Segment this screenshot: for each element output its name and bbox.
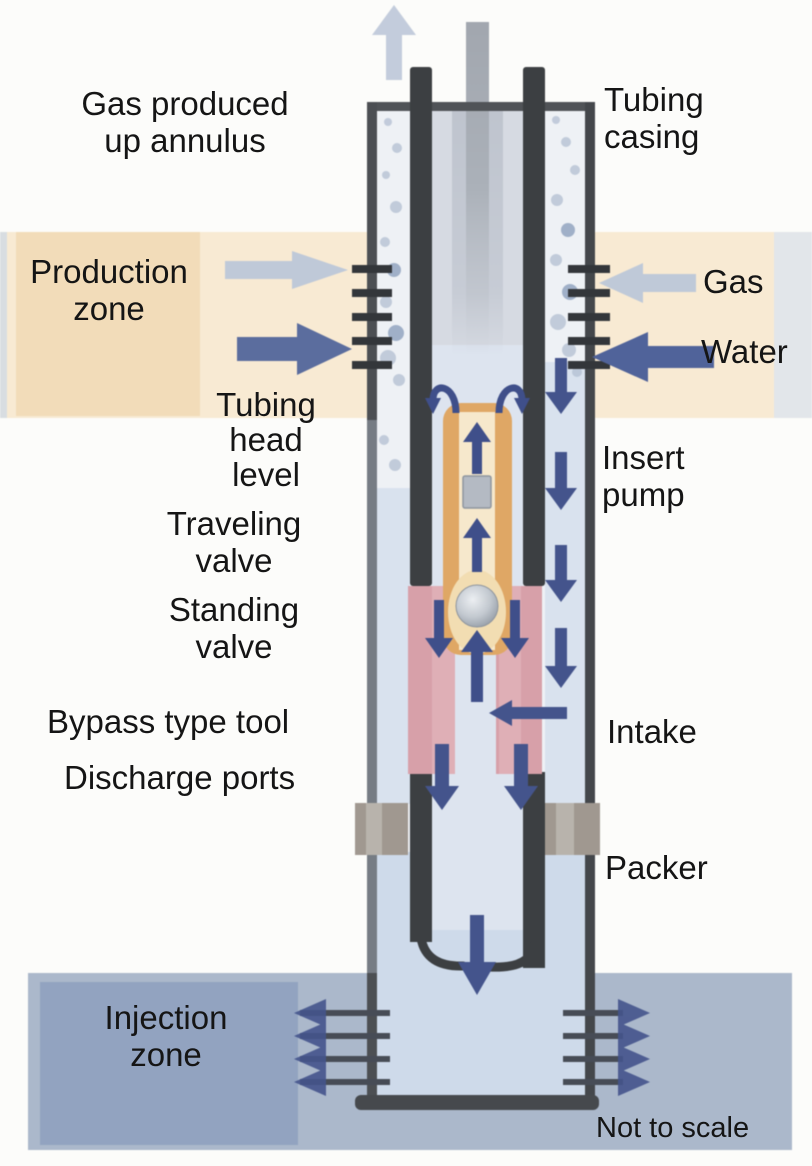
annulus-down-arrows: [545, 358, 577, 688]
packer: [355, 803, 600, 855]
gas-up-arrow: [372, 5, 416, 80]
discharge-port-arrows: [425, 744, 538, 810]
tubing-string: [410, 67, 545, 968]
sucker-rod: [452, 22, 503, 355]
label-not-to-scale: Not to scale: [596, 1112, 750, 1144]
label-discharge-ports: Discharge ports: [64, 759, 296, 796]
label-water: Water: [701, 333, 788, 370]
label-standing-valve: Standing valve: [168, 591, 300, 665]
label-traveling-valve: Traveling valve: [166, 505, 302, 579]
injection-perforations: [294, 999, 650, 1096]
annulus-gas-bubbles: [379, 116, 582, 471]
casing-perforations: [352, 265, 610, 369]
intake-arrow: [489, 700, 567, 726]
label-intake: Intake: [607, 713, 697, 750]
standing-valve-ball: [455, 584, 499, 628]
label-production-zone: Production zone: [30, 253, 188, 327]
casing-shoe: [355, 1095, 599, 1110]
tubing-head-flange: [367, 102, 595, 111]
tubing-shoe: [416, 933, 539, 972]
pump-flow-arrows: [425, 384, 530, 702]
label-bypass-tool: Bypass type tool: [47, 703, 290, 740]
label-gas-produced: Gas produced up annulus: [81, 85, 289, 159]
label-gas: Gas: [703, 263, 764, 300]
tubing-shoe-down-arrow: [458, 915, 496, 995]
water-flow-arrows: [237, 323, 714, 382]
traveling-valve-plunger: [462, 475, 492, 509]
gas-flow-arrows: [225, 5, 696, 303]
label-tubing-casing: Tubing casing: [604, 81, 704, 155]
well-casing: [367, 102, 595, 1096]
label-packer: Packer: [605, 849, 708, 886]
label-injection-zone: Injection zone: [104, 999, 228, 1073]
injection-zone-band: [28, 973, 792, 1150]
label-tubing-head-level: Tubing head level: [216, 386, 316, 493]
label-insert-pump: Insert pump: [602, 439, 685, 513]
